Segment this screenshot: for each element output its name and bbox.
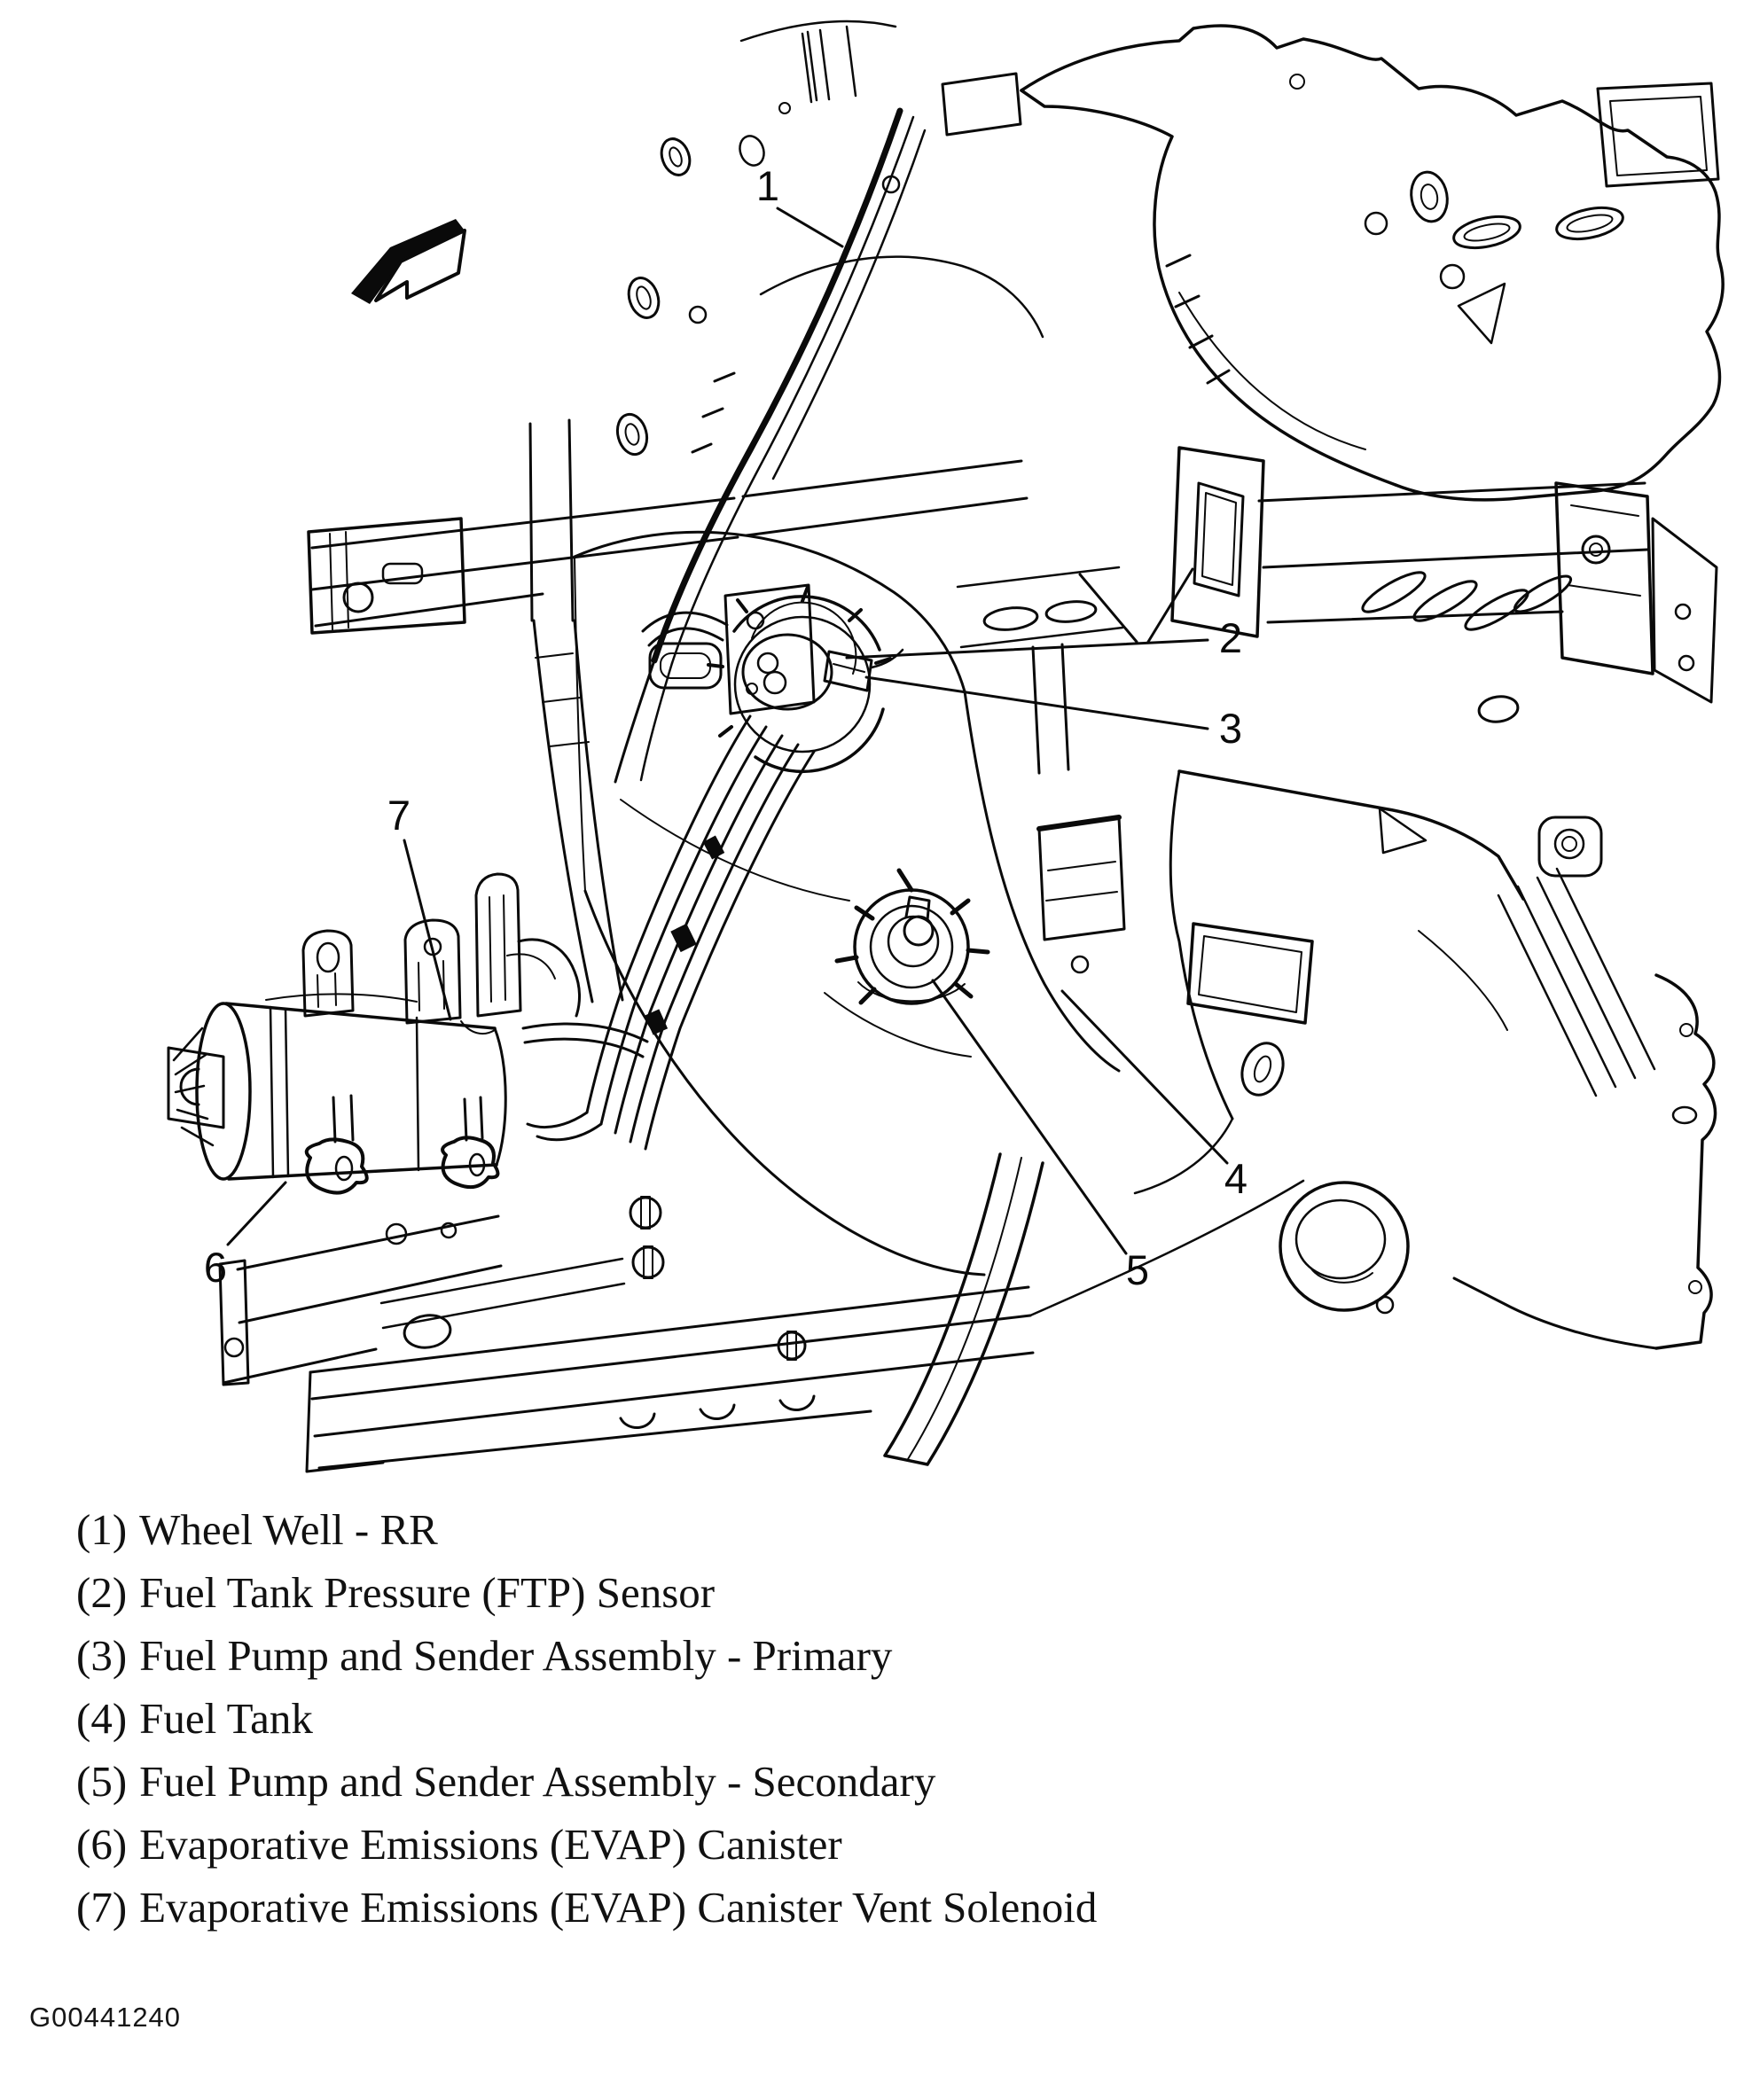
legend-item-number: (1) [76,1505,128,1554]
rear-frame-section [1133,769,1717,1350]
callout-numbers: 1 2 3 4 5 6 7 [204,162,1248,1293]
legend-item-5: (5)Fuel Pump and Sender Assembly - Secon… [76,1753,1097,1816]
leader-line-5 [931,979,1128,1255]
leader-line-4 [1060,989,1229,1165]
legend-item-4: (4)Fuel Tank [76,1690,1097,1753]
rear-wheelhouse-panel [1020,24,1725,502]
callout-4: 4 [1224,1155,1248,1202]
legend-item-text: Evaporative Emissions (EVAP) Canister Ve… [139,1883,1098,1932]
leader-line-7 [403,839,452,1021]
callout-2: 2 [1219,614,1242,661]
upper-body-details [739,20,1022,137]
lower-frame-rails [218,1152,1305,1473]
evap-canister [167,872,581,1195]
legend: (1)Wheel Well - RR (2)Fuel Tank Pressure… [76,1502,1097,1942]
legend-item-6: (6)Evaporative Emissions (EVAP) Canister [76,1816,1097,1879]
legend-item-text: Fuel Pump and Sender Assembly - Primary [139,1631,893,1680]
view-direction-arrow-icon [351,219,466,304]
legend-item-7: (7)Evaporative Emissions (EVAP) Canister… [76,1879,1097,1942]
legend-item-number: (3) [76,1631,128,1680]
evap-vent-solenoid [301,872,581,1035]
callout-7: 7 [387,792,411,839]
fuel-pump-secondary [834,868,990,1005]
legend-item-number: (6) [76,1820,128,1869]
legend-item-number: (7) [76,1883,128,1932]
legend-item-text: Fuel Pump and Sender Assembly - Secondar… [139,1757,936,1806]
legend-item-number: (2) [76,1568,128,1617]
callout-3: 3 [1219,705,1242,752]
legend-item-3: (3)Fuel Pump and Sender Assembly - Prima… [76,1628,1097,1690]
fuel-pump-primary [641,585,904,774]
legend-item-text: Wheel Well - RR [139,1505,438,1554]
canister-mount-clips [304,1094,500,1195]
legend-item-number: (5) [76,1757,128,1806]
frame-crossmember [307,418,1194,1003]
legend-item-text: Fuel Tank [139,1694,313,1743]
wheel-well-rr [614,107,1044,784]
callout-6: 6 [204,1244,227,1291]
fuel-tank [573,530,1121,1276]
legend-item-text: Evaporative Emissions (EVAP) Canister [139,1820,842,1869]
right-frame-rail [1170,446,1718,723]
leader-line-6 [226,1181,287,1246]
underbody-diagram: 1 2 3 4 5 6 7 [167,20,1725,1473]
leader-line-3 [864,675,1209,730]
callout-leaders [226,207,1229,1255]
leader-line-2 [845,638,1209,660]
callout-5: 5 [1126,1246,1149,1293]
fuel-lines [521,714,816,1151]
legend-item-number: (4) [76,1694,128,1743]
callout-1: 1 [756,162,779,209]
legend-item-text: Fuel Tank Pressure (FTP) Sensor [139,1568,716,1617]
figure-id: G00441240 [29,2002,182,2033]
legend-item-1: (1)Wheel Well - RR [76,1502,1097,1565]
legend-item-2: (2)Fuel Tank Pressure (FTP) Sensor [76,1565,1097,1628]
leader-line-1 [776,207,844,248]
